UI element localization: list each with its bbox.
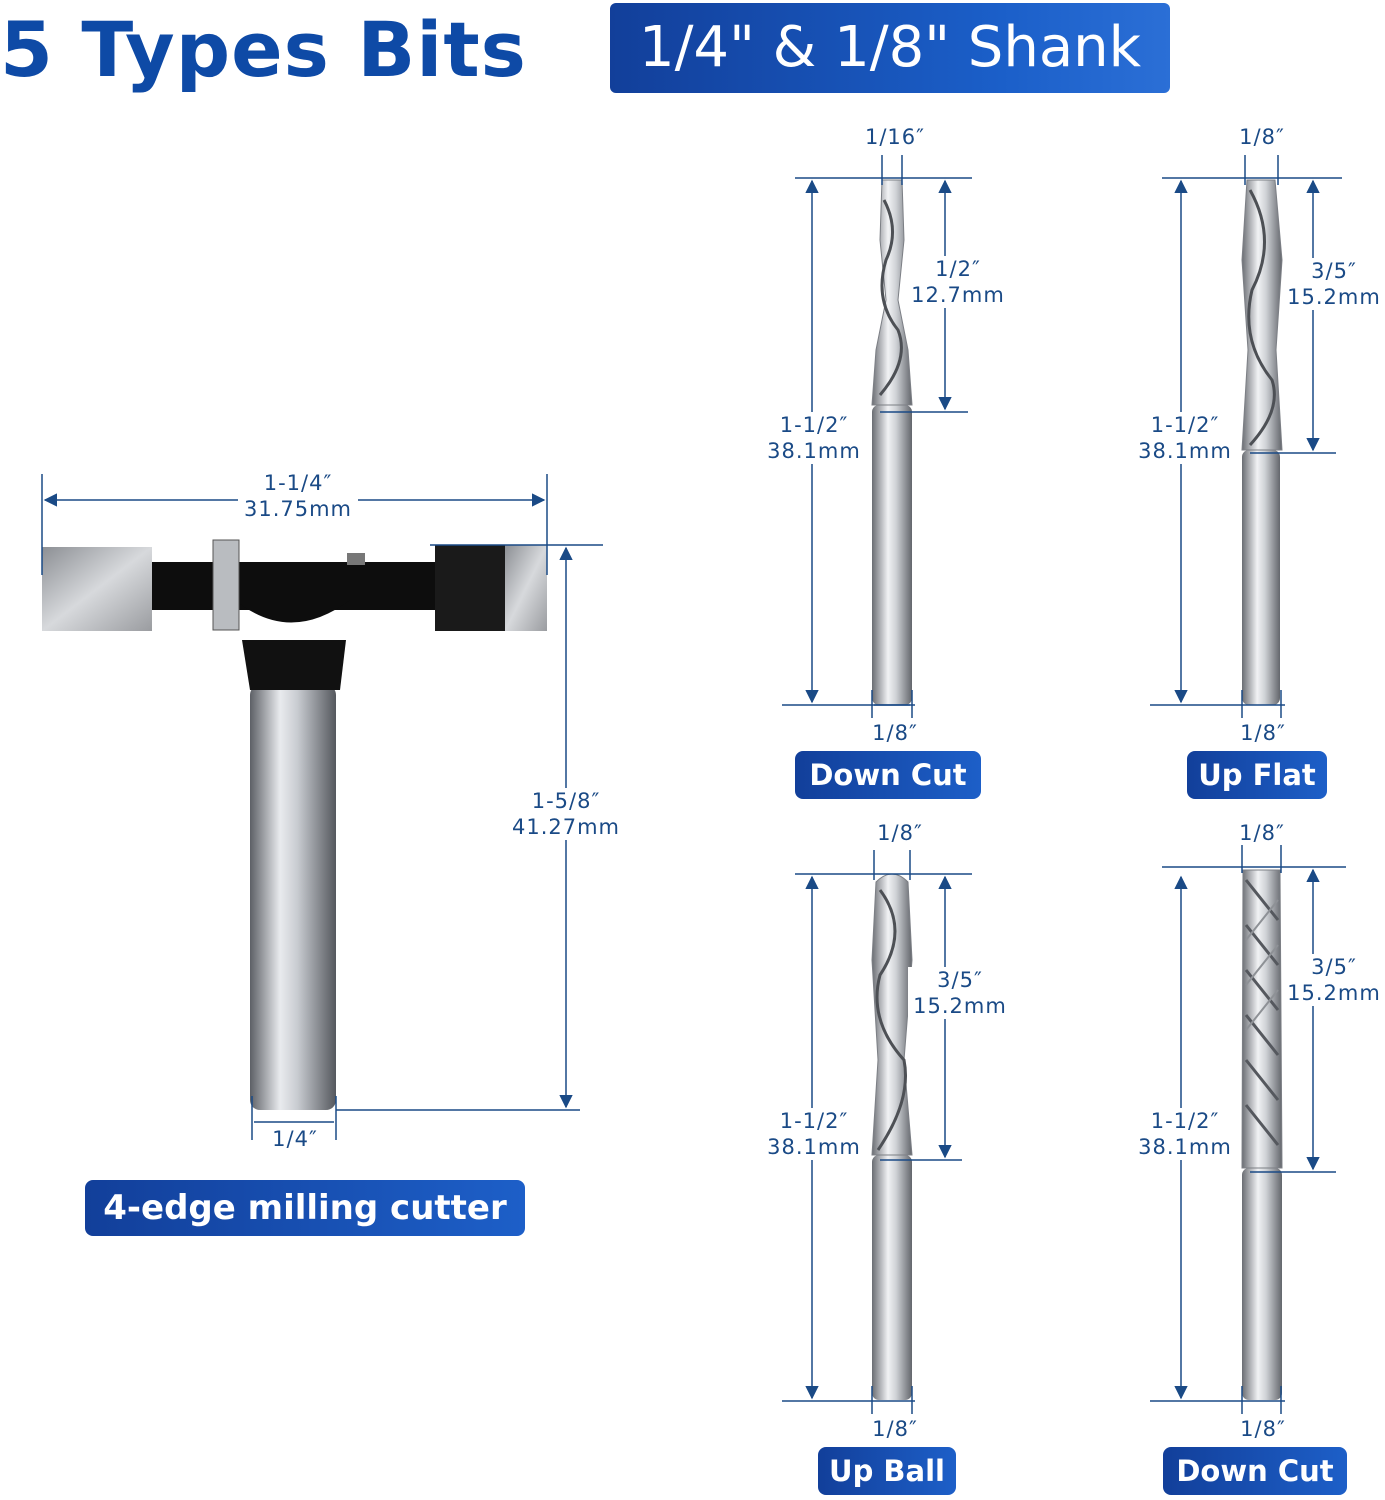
cutter-length-in: 1-5/8″: [531, 789, 601, 813]
bit-3-cut-in: 3/5″: [937, 968, 983, 992]
cutter-width-label: 1-1/4″ 31.75mm: [238, 470, 358, 522]
bit-2-total-mm: 38.1mm: [1138, 439, 1232, 463]
cutter-shank-label: 1/4″: [272, 1127, 318, 1151]
bit-3-total-mm: 38.1mm: [767, 1135, 861, 1159]
bit-3-cut-mm: 15.2mm: [913, 994, 1007, 1018]
bit-1-cut-length-label: 1/2″ 12.7mm: [905, 256, 1011, 308]
bit-2-name-badge: Up Flat: [1187, 751, 1327, 799]
bit-3-total-in: 1-1/2″: [779, 1109, 849, 1133]
bit-4-drawing: [1241, 869, 1283, 1400]
bit-2-total-length-label: 1-1/2″ 38.1mm: [1133, 412, 1237, 464]
bit-2-cut-mm: 15.2mm: [1287, 285, 1381, 309]
bit-1-cut-in: 1/2″: [935, 257, 981, 281]
bit-4-cut-mm: 15.2mm: [1287, 981, 1381, 1005]
bit-4-name-badge: Down Cut: [1163, 1447, 1347, 1495]
bit-2-cut-in: 3/5″: [1311, 259, 1357, 283]
bit-1-total-mm: 38.1mm: [767, 439, 861, 463]
cutter-blade-center: [212, 539, 240, 631]
cutter-shank: [250, 685, 336, 1110]
bit-2-cut-length-label: 3/5″ 15.2mm: [1283, 258, 1385, 310]
bit-4-total-in: 1-1/2″: [1150, 1109, 1220, 1133]
shank-size-banner: 1/4" & 1/8" Shank: [610, 3, 1170, 93]
bit-1-drawing: [871, 179, 913, 705]
page-title: 5 Types Bits: [0, 5, 527, 94]
bit-2-shank-label: 1/8″: [1240, 721, 1286, 745]
bit-4-cut-in: 3/5″: [1311, 955, 1357, 979]
bit-4-cut-length-label: 3/5″ 15.2mm: [1283, 954, 1385, 1006]
bit-2-total-in: 1-1/2″: [1150, 413, 1220, 437]
bit-3-cut-length-label: 3/5″ 15.2mm: [908, 967, 1012, 1019]
bit-1-cut-mm: 12.7mm: [911, 283, 1005, 307]
bit-2-tip-label: 1/8″: [1239, 125, 1285, 149]
bit-2-drawing: [1241, 179, 1283, 705]
bit-1-total-length-label: 1-1/2″ 38.1mm: [762, 412, 866, 464]
bit-3-name-badge: Up Ball: [818, 1447, 956, 1495]
cutter-neck: [242, 640, 346, 690]
cutter-length-mm: 41.27mm: [511, 815, 621, 839]
bit-3-shank-label: 1/8″: [872, 1417, 918, 1441]
cutter-length-label: 1-5/8″ 41.27mm: [508, 788, 624, 840]
bit-4-total-mm: 38.1mm: [1138, 1135, 1232, 1159]
bit-3-tip-label: 1/8″: [877, 821, 923, 845]
cutter-name-badge: 4-edge milling cutter: [85, 1180, 525, 1236]
bit-1-shank-label: 1/8″: [872, 721, 918, 745]
bit-4-tip-label: 1/8″: [1239, 821, 1285, 845]
cutter-width-mm: 31.75mm: [243, 497, 353, 521]
cutter-width-in: 1-1/4″: [263, 471, 333, 495]
bit-4-total-length-label: 1-1/2″ 38.1mm: [1133, 1108, 1237, 1160]
bit-1-tip-label: 1/16″: [864, 125, 925, 149]
bit-4-shank-label: 1/8″: [1240, 1417, 1286, 1441]
bit-1-name-badge: Down Cut: [795, 751, 981, 799]
milling-cutter-drawing: [42, 539, 547, 1110]
bit-1-total-in: 1-1/2″: [779, 413, 849, 437]
bit-3-drawing: [871, 873, 913, 1400]
cutter-body: [90, 562, 530, 610]
cutter-blade-left: [42, 547, 152, 631]
bit-3-total-length-label: 1-1/2″ 38.1mm: [762, 1108, 866, 1160]
